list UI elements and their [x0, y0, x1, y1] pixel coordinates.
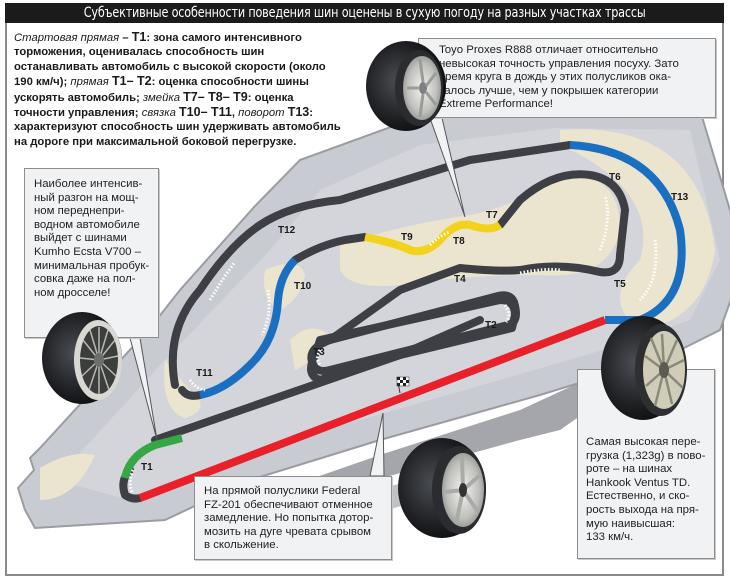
callout-line: рость выхода на пря- — [586, 503, 699, 516]
track-section-t13 — [569, 141, 686, 324]
legend-segment: поворот — [238, 107, 285, 120]
legend-segment: связка — [141, 107, 176, 120]
turn-labels: T1 T2 T3 T4 T5 T6 T7 T8 T9 T10 T11 T12 T… — [141, 172, 689, 473]
callout-hankook: Самая высокая пере-грузка (1,323g) в пов… — [577, 369, 715, 559]
track-section-main-straight — [138, 316, 607, 502]
callout-line: На прямой полуслики Federal — [204, 485, 361, 497]
turn-label-t2: T2 — [485, 320, 497, 331]
legend-segment: T7– T8– T9 — [183, 89, 248, 104]
callout-line: ный разгон на мощ- — [34, 191, 139, 204]
legend-segment: : зона самого интенсивного торможения, о… — [14, 32, 326, 89]
callout-line: замедление. Но попытка дотор- — [204, 512, 374, 525]
callout-line: мозить на дуге чревата срывом — [204, 525, 371, 538]
turn-label-t8: T8 — [453, 236, 465, 247]
turn-label-t4: T4 — [454, 274, 466, 285]
callout-line: мую наивысшая: — [586, 517, 676, 530]
callout-line: FZ-201 обеспечивают отменное — [204, 498, 373, 511]
callout-line: Hankook Ventus TD. — [586, 476, 691, 489]
tire-toyo-icon — [366, 41, 446, 131]
turn-label-t9: T9 — [401, 232, 413, 243]
callout-line: невысокая точность управления посуху. За… — [439, 57, 679, 70]
tire-federal-icon — [398, 438, 486, 538]
legend-segment: T1 — [131, 30, 147, 44]
callout-line: время круга в дождь у этих полусликов ок… — [439, 71, 672, 84]
callout-line: грузка (1,323g) в пово- — [586, 449, 706, 462]
turn-label-t6: T6 — [609, 172, 621, 183]
callout-line: минимальная пробук- — [34, 259, 150, 272]
page-title: Субъективные особенности поведения шин о… — [83, 5, 646, 21]
legend-segment: прямая — [70, 76, 109, 89]
runoff-area — [40, 453, 95, 500]
legend-segment: : оценка способности шины ускорять автом… — [14, 76, 309, 104]
legend-segment: змейка — [142, 91, 180, 104]
callout-line: Kumho Ecsta V700 – — [34, 245, 142, 258]
title-bar: Субъективные особенности поведения шин о… — [5, 3, 724, 23]
callout-line: 133 км/ч. — [586, 531, 634, 544]
callout-line: в скольжение. — [204, 539, 279, 552]
callout-line: водном автомобиле — [34, 218, 140, 231]
turn-label-t5: T5 — [614, 279, 626, 290]
callout-line: ном дросселе! — [34, 286, 111, 299]
turn-label-t13: T13 — [671, 192, 689, 203]
legend-segment: – — [119, 32, 132, 44]
legend-segment: , — [231, 107, 239, 120]
kerbs — [128, 194, 658, 493]
legend-segment: T10– T11 — [179, 105, 232, 120]
callout-line: выйдет с шинами — [34, 232, 127, 245]
legend-segment: : оценка точности управления; — [14, 91, 294, 120]
legend-segment: T1– T2 — [111, 74, 152, 89]
track-base — [119, 141, 629, 503]
callout-line: Самая высокая пере- — [586, 436, 701, 448]
turn-label-t10: T10 — [294, 281, 312, 292]
turn-label-t7: T7 — [486, 210, 498, 221]
track-section-t10-t11 — [199, 257, 298, 399]
legend-text: Стартовая прямая – T1: зона самого интен… — [14, 30, 344, 149]
turn-label-t1: T1 — [141, 462, 153, 473]
turn-label-t3: T3 — [313, 347, 325, 358]
callout-line: залось лучше, чем у покрышек категории — [439, 84, 659, 97]
callout-line: Toyo Proxes R888 отличает относительно — [439, 44, 659, 56]
callout-line: ном переднепри- — [34, 205, 125, 218]
turn-label-t12: T12 — [278, 225, 296, 236]
callout-line: Extreme Performance! — [439, 98, 553, 111]
legend-segment: Стартовая прямая — [14, 32, 120, 44]
tire-kumho-icon — [42, 312, 122, 404]
legend-segment: T13 — [287, 105, 310, 120]
track-section-t1 — [121, 434, 184, 480]
callout-kumho: Наиболее интенсив-ный разгон на мощ-ном … — [24, 168, 159, 338]
tire-hankook-icon — [601, 316, 687, 420]
track-section-esses — [364, 220, 503, 256]
legend-segment: : характеризуют способность шин удержива… — [14, 107, 341, 148]
callout-line: Наиболее интенсив- — [34, 178, 143, 190]
callout-line: Естественно, и ско- — [586, 490, 690, 503]
checkered-flag-icon — [396, 376, 410, 394]
turn-label-t11: T11 — [196, 368, 213, 379]
callout-line: роте – на шинах — [586, 463, 673, 476]
callout-line: совка даже на пол- — [34, 273, 136, 286]
